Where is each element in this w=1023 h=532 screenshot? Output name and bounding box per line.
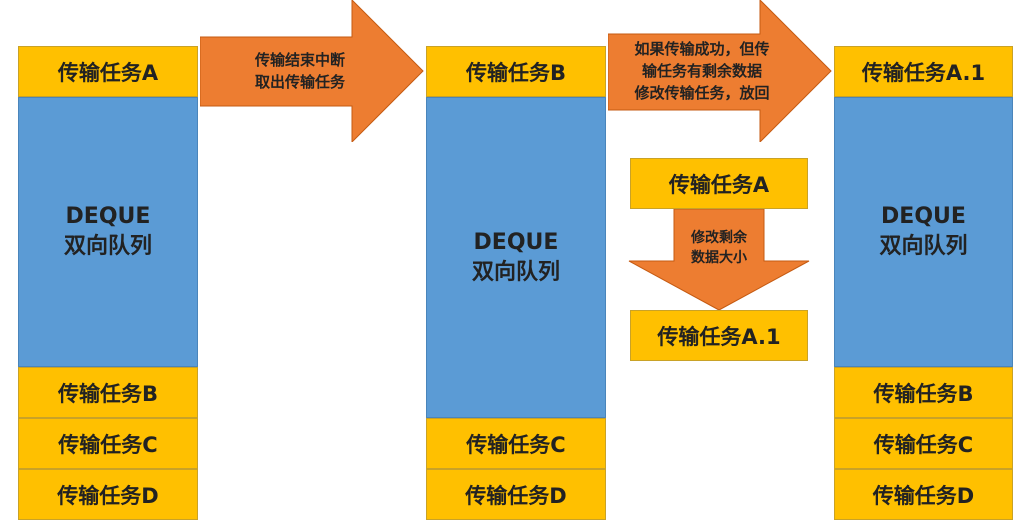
column-1-task-c: 传输任务C — [18, 418, 198, 469]
column-2-task-d: 传输任务D — [426, 469, 606, 520]
arrow-2-label: 如果传输成功，但传 输任务有剩余数据 修改传输任务，放回 — [634, 40, 770, 102]
column-3-deque: DEQUE 双向队列 — [834, 97, 1013, 367]
column-3-top-task: 传输任务A.1 — [834, 46, 1013, 97]
column-3-task-d: 传输任务D — [834, 469, 1013, 520]
column-2-task-c: 传输任务C — [426, 418, 606, 469]
modify-to-task: 传输任务A.1 — [630, 310, 808, 361]
deque-sublabel: 双向队列 — [879, 234, 968, 259]
column-1-top-task: 传输任务A — [18, 46, 198, 97]
deque-sublabel: 双向队列 — [63, 234, 152, 259]
right-arrow-1 — [200, 0, 424, 142]
column-1-task-b: 传输任务B — [18, 367, 198, 418]
column-3-task-b: 传输任务B — [834, 367, 1013, 418]
deque-label: DEQUE — [473, 229, 559, 255]
column-2-deque: DEQUE 双向队列 — [426, 97, 606, 418]
deque-label: DEQUE — [65, 204, 151, 229]
down-arrow — [628, 209, 810, 311]
deque-label: DEQUE — [881, 204, 966, 229]
modify-from-task: 传输任务A — [630, 158, 808, 209]
column-2-top-task: 传输任务B — [426, 46, 606, 97]
column-1-task-d: 传输任务D — [18, 469, 198, 520]
right-arrow-2 — [608, 0, 832, 142]
arrow-1-label: 传输结束中断 取出传输任务 — [254, 51, 345, 91]
down-arrow-label: 修改剩余 数据大小 — [691, 230, 747, 266]
column-3-task-c: 传输任务C — [834, 418, 1013, 469]
column-1-deque: DEQUE 双向队列 — [18, 97, 198, 367]
deque-sublabel: 双向队列 — [471, 259, 560, 285]
